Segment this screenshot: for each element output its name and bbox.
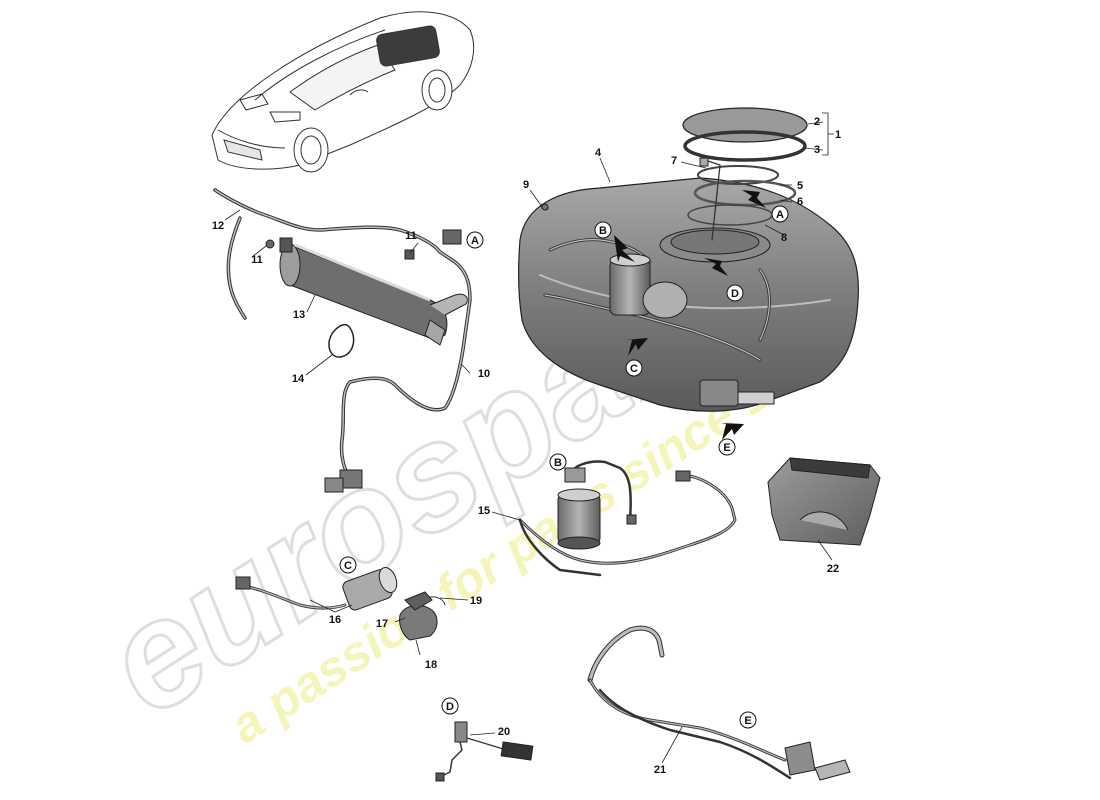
part-label-20: 20 xyxy=(498,726,510,738)
callout-circles xyxy=(339,205,789,729)
callout-d-tank: D xyxy=(731,288,739,300)
callout-c-tank: C xyxy=(630,363,638,375)
fuel-pipe-assembly xyxy=(587,625,851,781)
callout-b-tank: B xyxy=(599,225,607,237)
part-label-11-right: 11 xyxy=(405,230,417,242)
callout-d-detail: D xyxy=(446,701,454,713)
part-label-15: 15 xyxy=(478,505,490,517)
o-ring-14 xyxy=(328,323,355,358)
part-label-10: 10 xyxy=(478,368,490,380)
fuel-level-sender xyxy=(435,721,534,782)
evap-canister xyxy=(279,243,468,346)
callout-a-harness: A xyxy=(471,235,479,247)
fuel-pump-module xyxy=(518,460,737,577)
car-overview xyxy=(211,11,475,173)
part-label-14: 14 xyxy=(292,373,305,385)
part-label-2: 2 xyxy=(814,116,820,128)
callout-letters: A A B B C C D D E E xyxy=(344,209,784,727)
heat-shield xyxy=(767,457,881,546)
part-label-6: 6 xyxy=(797,196,803,208)
callout-a-tank: A xyxy=(776,209,784,221)
part-label-16: 16 xyxy=(329,614,341,626)
part-label-18: 18 xyxy=(425,659,437,671)
part-label-1: 1 xyxy=(835,129,841,141)
part-label-5: 5 xyxy=(797,180,803,192)
part-label-19: 19 xyxy=(470,595,482,607)
seal-ring xyxy=(683,130,807,162)
part-label-4: 4 xyxy=(595,147,602,159)
vent-pipe-harness xyxy=(213,188,472,493)
part-label-11-left: 11 xyxy=(251,254,263,266)
part-label-9: 9 xyxy=(523,179,529,191)
part-label-3: 3 xyxy=(814,144,820,156)
part-label-22: 22 xyxy=(827,563,839,575)
callout-e-tank: E xyxy=(723,442,730,454)
part-label-17: 17 xyxy=(376,618,388,630)
callout-b-detail: B xyxy=(554,457,562,469)
callout-c-detail: C xyxy=(344,560,352,572)
direction-arrows xyxy=(614,190,766,440)
part-label-7: 7 xyxy=(671,155,677,167)
filter-bracket xyxy=(399,591,446,641)
screw xyxy=(539,203,549,211)
callout-e-detail: E xyxy=(744,715,751,727)
tank-cover-parts xyxy=(682,107,808,241)
leader-lines xyxy=(224,112,834,764)
part-labels: 1 2 3 4 5 6 7 8 9 10 11 11 12 13 14 15 1… xyxy=(212,116,841,776)
part-label-8: 8 xyxy=(781,232,787,244)
part-label-13: 13 xyxy=(293,309,305,321)
part-label-21: 21 xyxy=(654,764,666,776)
part-label-12: 12 xyxy=(212,220,224,232)
fuel-filter xyxy=(235,566,398,611)
